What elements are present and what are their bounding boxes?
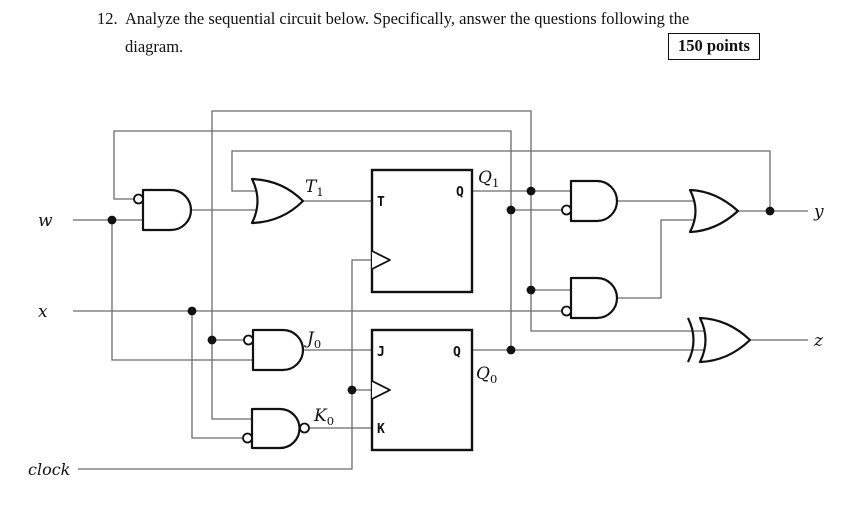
label-w: w bbox=[38, 211, 53, 231]
and-lower-gate bbox=[569, 276, 619, 320]
wire-clock bbox=[78, 259, 372, 470]
and-j0-gate bbox=[251, 328, 305, 372]
or-t1-gate bbox=[250, 177, 305, 225]
and-j0-input-bubble bbox=[243, 334, 254, 346]
and-lower-input-bubble bbox=[561, 305, 572, 317]
nand-w-input-bubble bbox=[133, 193, 144, 205]
xor-z-input-arc bbox=[687, 317, 695, 363]
junction-clock bbox=[347, 385, 357, 395]
t-flipflop-clock-triangle bbox=[371, 250, 391, 270]
junction-dots bbox=[107, 186, 775, 395]
junction-q0-and1 bbox=[506, 205, 516, 215]
jk-flipflop-clock-triangle bbox=[371, 380, 391, 400]
jk-ff-port-q: Q bbox=[453, 345, 461, 360]
label-t1: T1 bbox=[305, 177, 324, 199]
junction-w bbox=[107, 215, 117, 225]
junction-x bbox=[187, 306, 197, 316]
junction-q1-feedback-j0 bbox=[207, 335, 217, 345]
nand-k0-gate bbox=[250, 407, 301, 450]
problem-statement-line2: diagram. bbox=[125, 37, 184, 56]
label-j0: J0 bbox=[304, 329, 321, 351]
wire-w-branch-to-j0 bbox=[111, 220, 253, 361]
label-clock: clock bbox=[28, 460, 70, 479]
nand-w-gate bbox=[141, 188, 193, 232]
problem-number: 12. bbox=[97, 9, 118, 28]
jk-ff-port-k: K bbox=[377, 422, 385, 437]
junction-q0 bbox=[506, 345, 516, 355]
and-upper-input-bubble bbox=[561, 204, 572, 216]
t-flipflop-box bbox=[370, 168, 474, 294]
label-z: z bbox=[813, 331, 824, 351]
junction-q1-and2 bbox=[526, 285, 536, 295]
label-y: y bbox=[813, 202, 824, 222]
label-x: x bbox=[38, 302, 48, 322]
junction-q1 bbox=[526, 186, 536, 196]
t-ff-port-q: Q bbox=[456, 185, 464, 200]
wire-q0-feedback bbox=[113, 130, 512, 350]
wire-y-feedback bbox=[231, 150, 771, 211]
xor-z-gate bbox=[698, 316, 752, 364]
junction-y bbox=[765, 206, 775, 216]
or-y-gate bbox=[688, 188, 740, 234]
jk-ff-port-j: J bbox=[377, 345, 385, 360]
label-q0: Q0 bbox=[476, 364, 497, 386]
bubbles bbox=[133, 193, 572, 444]
problem-statement-line1: Analyze the sequential circuit below. Sp… bbox=[125, 9, 690, 28]
wire-q1-down-to-xor bbox=[530, 191, 706, 332]
and-upper-gate bbox=[569, 179, 619, 223]
t-ff-port-t: T bbox=[377, 195, 385, 210]
wire-q1-feedback-top bbox=[211, 110, 532, 420]
gates bbox=[141, 168, 752, 452]
nand-k0-output-bubble bbox=[299, 422, 310, 434]
wires bbox=[73, 110, 808, 470]
points-badge: 150 points bbox=[668, 33, 760, 60]
wire-and2-to-or bbox=[617, 219, 697, 299]
label-k0: K0 bbox=[313, 406, 334, 428]
wire-x-branch-to-k0 bbox=[191, 311, 243, 439]
label-q1: Q1 bbox=[478, 168, 499, 190]
nand-k0-input-bubble bbox=[242, 432, 253, 444]
